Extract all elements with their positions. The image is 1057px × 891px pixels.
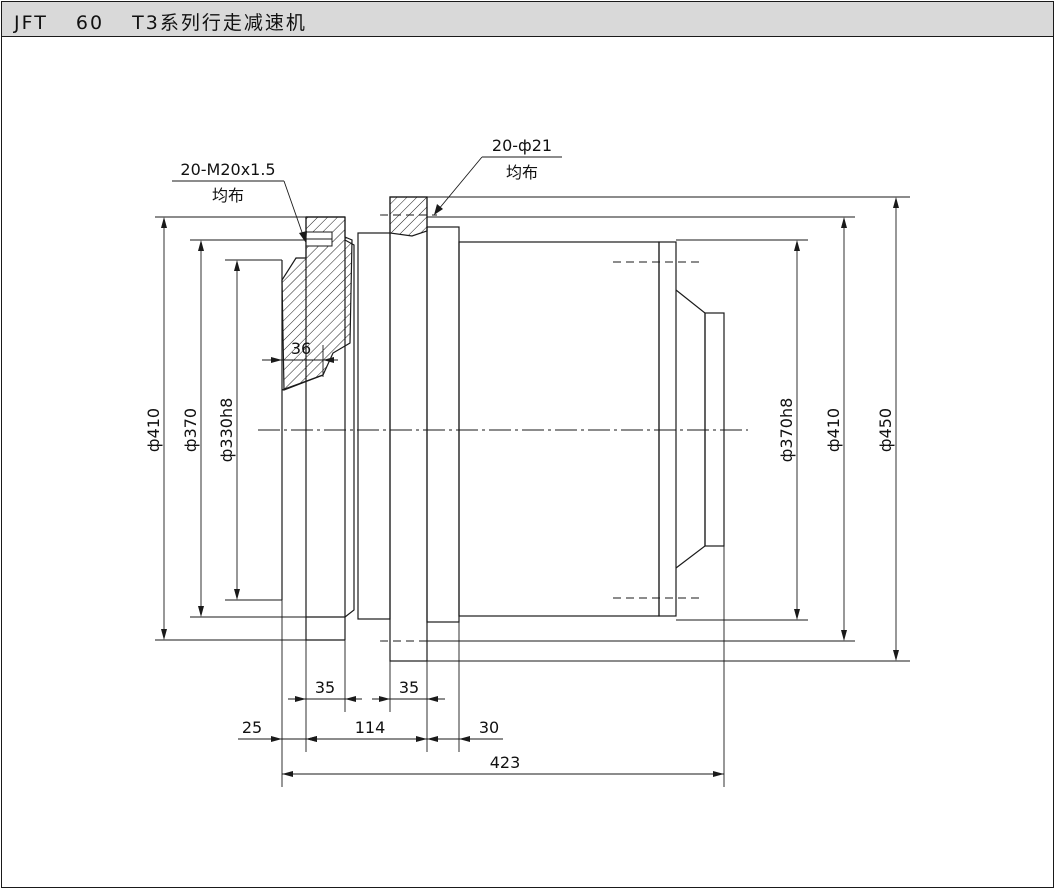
arrow-36-left [271, 357, 282, 363]
end-cover-hub [704, 312, 725, 547]
right-flange-section-hatch [389, 196, 428, 237]
drum-housing [458, 241, 725, 617]
thread-leader [283, 180, 305, 239]
arrow-30-right [459, 736, 470, 742]
drum-body [458, 241, 660, 617]
label-dim-36: 36 [291, 339, 311, 358]
arrow-370h8-bottom [794, 609, 800, 620]
horizontal-dimensions [238, 345, 725, 787]
end-cover-taper [675, 289, 706, 569]
left-flange-step [344, 239, 355, 618]
arrow-35b-right [427, 696, 438, 702]
drawing-title: JFT 60 T3系列行走减速机 [14, 12, 307, 34]
label-dim-30: 30 [479, 718, 499, 737]
arrow-114-left [306, 736, 317, 742]
dimension-labels: 20-M20x1.5 均布 20-ф21 均布 ф410 ф370 ф330h8… [144, 136, 895, 772]
right-flange-body [389, 196, 428, 662]
label-dim-423: 423 [490, 753, 521, 772]
label-dim-35-a: 35 [315, 678, 335, 697]
arrow-450-top [893, 197, 899, 208]
vertical-dimensions [161, 197, 899, 661]
arrow-410r-bottom [841, 630, 847, 641]
arrow-330-top [234, 260, 240, 271]
title-bar: JFT 60 T3系列行走减速机 [2, 2, 1053, 37]
right-flange-spigot [426, 226, 460, 623]
arrow-423-right [713, 771, 724, 777]
arrow-410l-top [161, 217, 167, 228]
label-dim-25: 25 [242, 718, 262, 737]
arrow-410l-bottom [161, 629, 167, 640]
arrow-370l-top [198, 240, 204, 251]
middle-housing-body [357, 232, 391, 620]
arrow-30-left [427, 736, 438, 742]
arrow-423-left [282, 771, 293, 777]
hole-leader-arrow [434, 204, 443, 215]
arrow-370h8-top [794, 240, 800, 251]
right-flange [380, 196, 460, 662]
left-flange [281, 216, 355, 641]
arrow-410r-top [841, 217, 847, 228]
label-thread-note: 均布 [212, 186, 244, 205]
arrow-450-bottom [893, 650, 899, 661]
label-dia-410-right: ф410 [824, 408, 843, 452]
hole-leader [437, 156, 483, 211]
right-extension-lines [427, 196, 910, 662]
leaders [172, 156, 562, 243]
label-dim-114: 114 [355, 718, 386, 737]
label-dia-370-left: ф370 [181, 408, 200, 452]
drum-end-ring [658, 241, 677, 617]
arrow-370l-bottom [198, 606, 204, 617]
arrow-36-right [323, 357, 334, 363]
arrow-35b-left [379, 696, 390, 702]
label-thread-spec: 20-M20x1.5 [180, 160, 275, 179]
middle-housing [357, 232, 391, 620]
label-dia-330h8: ф330h8 [217, 398, 236, 463]
left-extension-lines [155, 216, 306, 641]
label-hole-spec: 20-ф21 [492, 136, 552, 155]
label-dia-410-left: ф410 [144, 408, 163, 452]
arrow-35a-left [295, 696, 306, 702]
arrow-25-left [271, 736, 282, 742]
left-chamfer [281, 374, 324, 391]
thread-leader-arrow [299, 231, 307, 243]
label-hole-note: 均布 [506, 163, 538, 182]
label-dim-35-b: 35 [399, 678, 419, 697]
label-dia-370h8: ф370h8 [777, 398, 796, 463]
arrow-114-right [416, 736, 427, 742]
arrow-35a-right [345, 696, 356, 702]
label-dia-450: ф450 [876, 408, 895, 452]
arrow-330-bottom [234, 589, 240, 600]
